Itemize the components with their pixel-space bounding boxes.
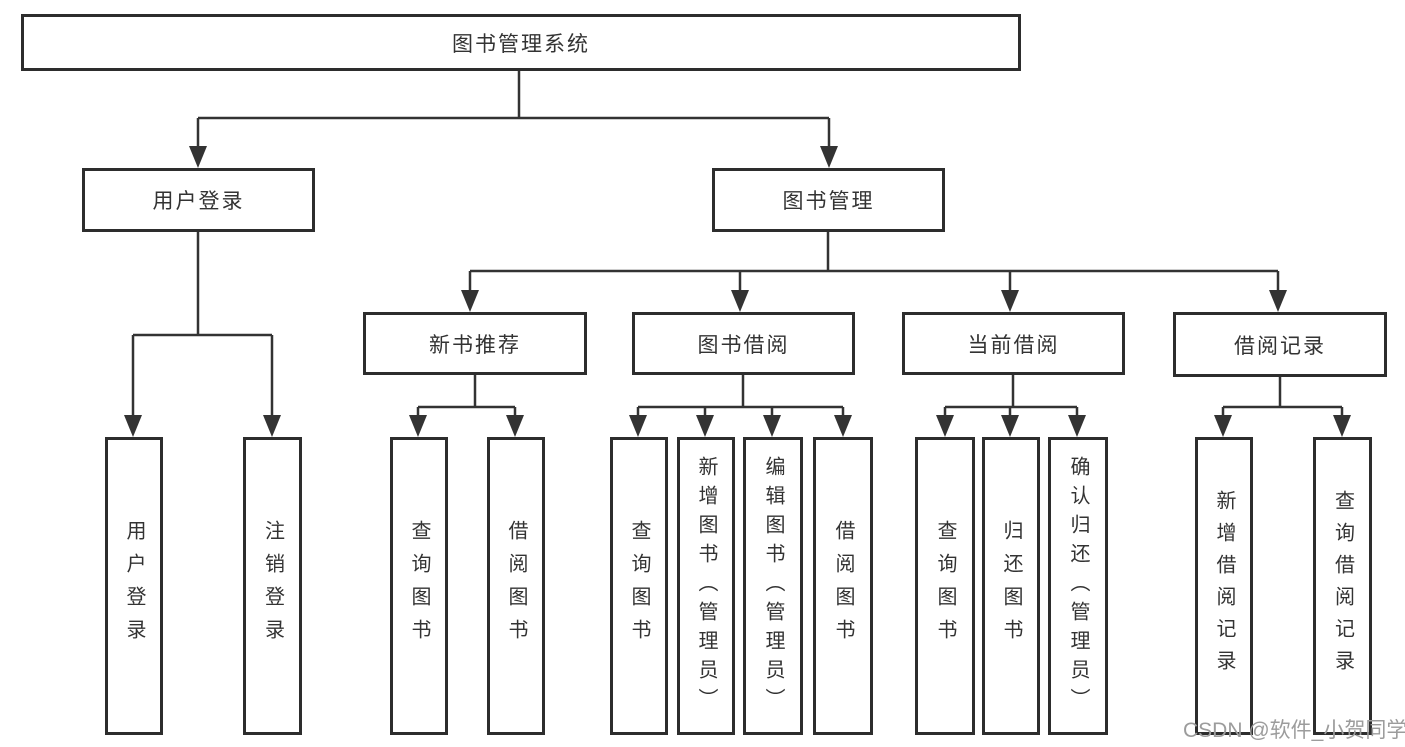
leaf-label: 查询图书: [934, 520, 956, 652]
csdn-watermark: CSDN @软件_小贺同学: [1183, 719, 1405, 742]
node-system-root: 图书管理系统: [21, 14, 1021, 71]
leaf-confirm-return-admin: 确认归还（管理员）: [1048, 437, 1108, 735]
leaf-label: 查询图书: [408, 520, 430, 652]
leaf-label: 查询图书: [628, 520, 650, 652]
leaf-label: 新增借阅记录: [1213, 490, 1235, 682]
leaf-label: 查询借阅记录: [1331, 490, 1354, 682]
leaf-borrow-books-recommend: 借阅图书: [487, 437, 545, 735]
connector-current-borrow-to-leaves: [936, 375, 1086, 437]
leaf-query-borrow-record: 查询借阅记录: [1313, 437, 1372, 735]
leaf-label: 借阅图书: [832, 520, 854, 652]
leaf-add-borrow-record: 新增借阅记录: [1195, 437, 1253, 735]
node-user-login: 用户登录: [82, 168, 315, 232]
leaf-label: 确认归还（管理员）: [1067, 455, 1089, 717]
leaf-query-books-recommend: 查询图书: [390, 437, 448, 735]
leaf-label: 归还图书: [1000, 520, 1022, 652]
connector-book-borrow-to-leaves: [629, 375, 852, 437]
node-book-borrowing: 图书借阅: [632, 312, 855, 375]
leaf-label: 编辑图书（管理员）: [762, 455, 784, 717]
leaf-query-books-current: 查询图书: [915, 437, 975, 735]
node-new-book-recommend: 新书推荐: [363, 312, 587, 375]
leaf-query-books-borrowing: 查询图书: [610, 437, 668, 735]
leaf-logout: 注销登录: [243, 437, 302, 735]
leaf-borrow-books: 借阅图书: [813, 437, 873, 735]
node-current-borrowing: 当前借阅: [902, 312, 1125, 375]
connector-user-login-to-leaves: [124, 232, 281, 437]
leaf-user-login: 用户登录: [105, 437, 163, 735]
leaf-label: 注销登录: [261, 520, 284, 652]
connector-new-book-to-leaves: [409, 375, 524, 437]
connector-root-to-level2: [189, 71, 838, 168]
leaf-label: 借阅图书: [505, 520, 527, 652]
node-book-management: 图书管理: [712, 168, 945, 232]
leaf-label: 用户登录: [123, 520, 145, 652]
leaf-label: 新增图书（管理员）: [695, 455, 717, 717]
leaf-add-books-admin: 新增图书（管理员）: [677, 437, 735, 735]
connector-book-mgmt-to-groups: [461, 232, 1287, 312]
connector-borrow-record-to-leaves: [1214, 377, 1351, 437]
node-borrowing-records: 借阅记录: [1173, 312, 1387, 377]
leaf-edit-books-admin: 编辑图书（管理员）: [743, 437, 803, 735]
leaf-return-books: 归还图书: [982, 437, 1040, 735]
